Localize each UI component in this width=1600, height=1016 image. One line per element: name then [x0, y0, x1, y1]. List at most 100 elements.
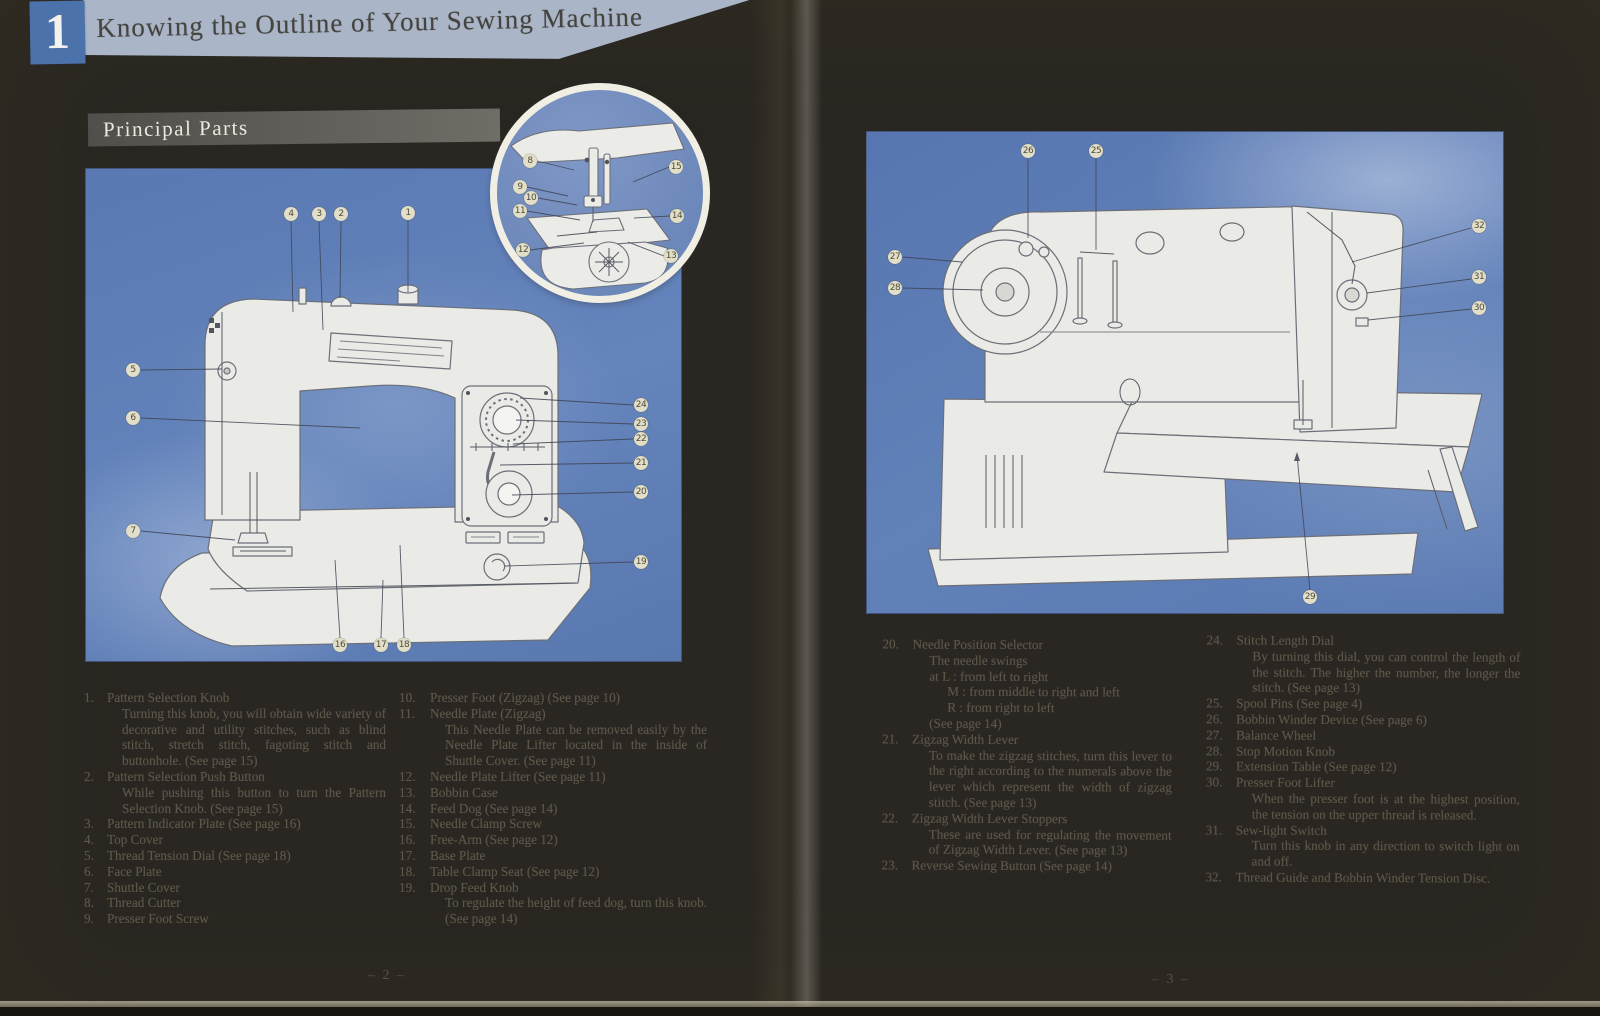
part-description: These are used for regulating the moveme… — [928, 826, 1172, 858]
callout-24: 24 — [634, 398, 648, 412]
list-item: 12.Needle Plate Lifter (See page 11) — [399, 769, 707, 785]
part-description: R : from right to left — [947, 699, 1055, 716]
list-item: 16.Free-Arm (See page 12) — [399, 832, 707, 848]
part-name: Thread Cutter — [107, 895, 181, 911]
part-description: When the presser foot is at the highest … — [1251, 790, 1520, 823]
part-name: Stop Motion Knob — [1236, 743, 1335, 759]
callout-11: 11 — [513, 204, 527, 218]
part-name: Pattern Selection Push Button — [107, 768, 265, 784]
list-item: 3. Pattern Indicator Plate (See page 16) — [84, 816, 386, 832]
page-number-right: – 3 – — [1152, 972, 1190, 987]
list-item: 9. Presser Foot Screw — [84, 911, 386, 927]
rear-view-diagram-panel — [866, 131, 1504, 614]
chapter-number-badge: 1 — [29, 0, 86, 65]
callout-19: 19 — [634, 555, 648, 569]
part-name: Needle Clamp Screw — [430, 816, 543, 832]
list-item: 18.Table Clamp Seat (See page 12) — [399, 864, 707, 880]
part-name: Thread Guide and Bobbin Winder Tension D… — [1235, 869, 1491, 886]
part-name: Extension Table (See page 12) — [1235, 758, 1397, 775]
part-description: Turning this knob, you will obtain wide … — [122, 705, 386, 769]
part-name: Presser Foot Lifter — [1235, 774, 1335, 791]
callout-6: 6 — [126, 411, 140, 425]
part-number: 19. — [399, 879, 416, 895]
part-description: To regulate the height of feed dog, turn… — [445, 895, 707, 927]
callout-18: 18 — [397, 638, 411, 652]
part-number: 32. — [1205, 869, 1223, 885]
list-item: 30.Presser Foot Lifter — [1206, 774, 1520, 791]
part-number: 29. — [1205, 758, 1223, 774]
callout-29: 29 — [1303, 590, 1317, 604]
part-number: 3. — [84, 816, 94, 832]
callout-5: 5 — [126, 363, 140, 377]
list-item: 21.Zigzag Width Lever — [882, 731, 1172, 748]
part-number: 26. — [1206, 711, 1223, 727]
part-name: Needle Plate Lifter (See page 11) — [430, 768, 606, 784]
part-number: 27. — [1206, 727, 1223, 743]
part-number: 15. — [399, 816, 416, 832]
callout-32: 32 — [1472, 219, 1486, 233]
part-name: Free-Arm (See page 12) — [430, 832, 558, 848]
list-item: 15. Needle Clamp Screw — [399, 816, 707, 832]
callout-20: 20 — [634, 485, 648, 499]
callout-23: 23 — [634, 417, 648, 431]
part-name: Feed Dog (See page 14) — [430, 800, 558, 816]
part-number: 25. — [1206, 695, 1223, 711]
list-item: 27.Balance Wheel — [1206, 727, 1520, 744]
callout-26: 26 — [1021, 144, 1035, 158]
part-name: Face Plate — [107, 863, 162, 879]
part-name: Pattern Indicator Plate (See page 16) — [107, 816, 301, 832]
part-number: 9. — [84, 911, 94, 927]
callout-21: 21 — [634, 456, 648, 470]
page-spine-shadow — [752, 0, 822, 1016]
part-description: M : from middle to right and left — [947, 684, 1120, 700]
part-name: Stitch Length Dial — [1236, 632, 1334, 648]
part-number: 28. — [1206, 742, 1223, 758]
part-name: Needle Plate (Zigzag) — [430, 705, 546, 721]
part-name: Presser Foot (Zigzag) (See page 10) — [430, 690, 621, 705]
part-number: 22. — [881, 810, 899, 826]
callout-22: 22 — [634, 432, 648, 446]
list-item: 29. Extension Table (See page 12) — [1206, 759, 1520, 776]
list-item: 26.Bobbin Winder Device (See page 6) — [1206, 711, 1520, 728]
part-description: While pushing this button to turn the Pa… — [122, 784, 386, 816]
part-description: Turn this knob in any direction to switc… — [1251, 837, 1520, 869]
part-name: Needle Position Selector — [912, 636, 1043, 653]
list-item: 11. Needle Plate (Zigzag) — [399, 706, 707, 722]
callout-9: 9 — [513, 180, 527, 194]
photo-bottom-edge — [0, 1007, 1600, 1016]
part-name: Top Cover — [107, 832, 163, 848]
list-item: 24.Stitch Length Dial — [1206, 632, 1520, 649]
part-name: Shuttle Cover — [107, 879, 180, 895]
part-number: 2. — [84, 768, 94, 784]
part-name: Pattern Selection Knob — [107, 690, 230, 705]
part-name: Reverse Sewing Button (See page 14) — [911, 857, 1112, 874]
list-item: 2. Pattern Selection Push Button — [84, 769, 386, 785]
part-number: 11. — [399, 705, 415, 721]
list-item: 1.Pattern Selection Knob — [84, 690, 386, 706]
part-description: This Needle Plate can be removed easily … — [445, 721, 707, 769]
list-item: 19.Drop Feed Knob — [399, 880, 707, 896]
callout-25: 25 — [1089, 144, 1103, 158]
callout-16: 16 — [333, 638, 347, 652]
part-name: Table Clamp Seat (See page 12) — [430, 863, 600, 879]
callout-17: 17 — [374, 638, 388, 652]
part-description: The needle swings — [929, 652, 1028, 668]
part-number: 8. — [84, 895, 94, 911]
part-name: Presser Foot Screw — [107, 911, 209, 927]
part-number: 23. — [881, 857, 899, 873]
part-number: 4. — [84, 832, 94, 848]
callout-8: 8 — [523, 154, 537, 168]
part-number: 13. — [399, 784, 416, 800]
part-number: 10. — [399, 690, 416, 705]
part-description: By turning this dial, you can control th… — [1252, 648, 1521, 696]
page-number-left: – 2 – — [368, 968, 406, 983]
part-name: Sew-light Switch — [1235, 822, 1327, 838]
callout-4: 4 — [284, 207, 298, 221]
parts-list-left-col2: 10.Presser Foot (Zigzag) (See page 10)11… — [399, 690, 707, 927]
list-item: 31.Sew-light Switch — [1206, 822, 1520, 839]
part-number: 7. — [84, 879, 94, 895]
callout-15: 15 — [669, 160, 683, 174]
